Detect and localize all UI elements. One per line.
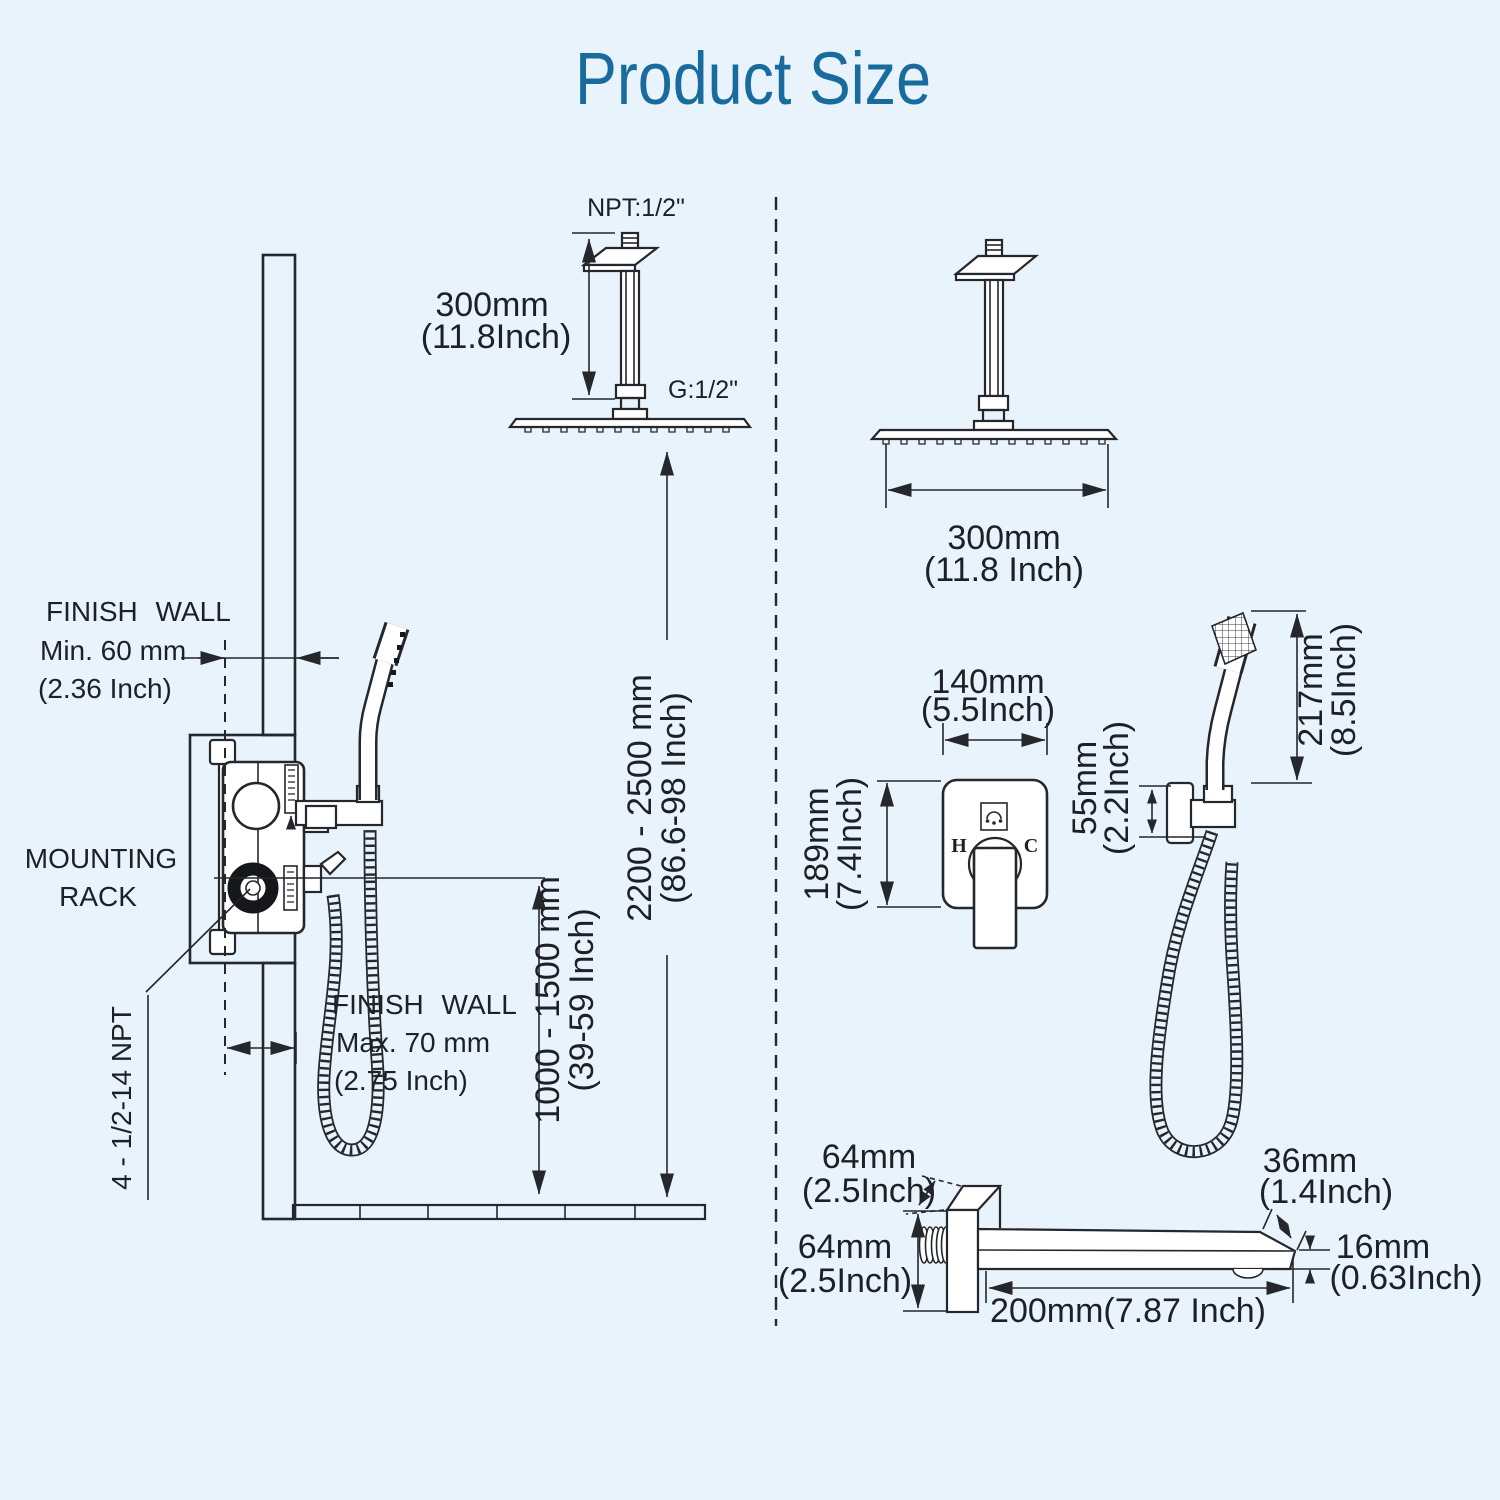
wand-spray-dots: [388, 632, 405, 687]
holder-height-label: 55mm: [1066, 741, 1104, 835]
spout-tip-label: 36mm: [1263, 1142, 1357, 1180]
hand-shower-hose-right: [1149, 829, 1244, 1159]
min-60-label: Min. 60 mm: [40, 635, 186, 666]
arm-npt-label: NPT:1/2": [587, 194, 685, 222]
finish-wall-label-bottom: FINISH WALL: [332, 989, 517, 1020]
valve-micro-labels: [283, 764, 299, 911]
cold-label: C: [1024, 835, 1038, 857]
shower-head-figure: 300mm (11.8 Inch): [869, 238, 1119, 589]
ceiling-arm-figure: NPT:1/2" 300mm (11.8Inch) G:1/2": [421, 194, 753, 433]
mounting-rack-figure: [208, 621, 410, 1157]
arm-length-inch-label: (11.8Inch): [421, 318, 572, 356]
spout-tip-inch-label: (1.4Inch): [1259, 1173, 1393, 1211]
mounting-label: MOUNTING: [25, 843, 177, 874]
head-width-label: 300mm: [947, 519, 1060, 557]
spout-thickness-label: 16mm: [1336, 1228, 1430, 1266]
valve-height-range-label: 1000 - 1500 mm: [529, 876, 567, 1124]
arm-g-label: G:1/2": [668, 376, 738, 404]
npt-callout-label: 4 - 1/2-14 NPT: [106, 1006, 137, 1190]
finish-wall-label-top: FINISH WALL: [46, 596, 231, 627]
left-dimensions: FINISH WALL Min. 60 mm (2.36 Inch) MOUNT…: [25, 451, 693, 1200]
spout-thickness-inch-label: (0.63Inch): [1329, 1259, 1482, 1297]
spout-height-inch-label: (2.5Inch): [778, 1262, 912, 1300]
valve-height-label: 189mm: [798, 787, 836, 900]
hand-shower-hose: [317, 829, 385, 1157]
valve-width-label: 140mm: [931, 663, 1044, 701]
floor: [291, 1203, 707, 1221]
wand-length-label: 217mm: [1292, 633, 1330, 746]
valve-width-inch-label: (5.5Inch): [921, 691, 1055, 729]
head-width-inch-label: (11.8 Inch): [924, 551, 1084, 589]
valve-height-range-inch-label: (39-59 Inch): [563, 908, 601, 1091]
page-title: Product Size: [575, 37, 931, 120]
rack-label: RACK: [59, 881, 137, 912]
head-height-range-inch-label: (86.6-98 Inch): [655, 692, 693, 904]
tub-spout-figure: 64mm (2.5Inch) 64mm (2.5Inch) 36mm (1.4I…: [778, 1138, 1483, 1330]
max-70-label: Max. 70 mm: [336, 1027, 490, 1058]
hand-shower-wand: [358, 621, 410, 800]
wand-length-inch-label: (8.5Inch): [1325, 623, 1363, 757]
valve-trim-figure: 140mm (5.5Inch) H C 189mm (7.4Inch): [798, 663, 1055, 950]
spout-height-label: 64mm: [798, 1228, 892, 1266]
spout-depth-label: 64mm: [822, 1138, 916, 1176]
head-height-range-label: 2200 - 2500 mm: [621, 674, 659, 922]
spout-length-label: 200mm(7.87 Inch): [990, 1292, 1266, 1330]
wand-spray-face: [1211, 611, 1257, 666]
spout-depth-inch-label: (2.5Inch): [802, 1172, 936, 1210]
hot-label: H: [951, 835, 967, 857]
valve-height-inch-label: (7.4Inch): [831, 777, 869, 911]
holder-height-inch-label: (2.2Inch): [1098, 721, 1136, 855]
max-70-inch-label: (2.75 Inch): [334, 1065, 468, 1096]
hand-shower-figure: 217mm (8.5Inch) 55mm (2.2Inch): [1066, 610, 1363, 1159]
min-60-inch-label: (2.36 Inch): [38, 673, 172, 704]
spout-threads: [918, 1226, 952, 1264]
arm-length-label: 300mm: [435, 286, 548, 324]
